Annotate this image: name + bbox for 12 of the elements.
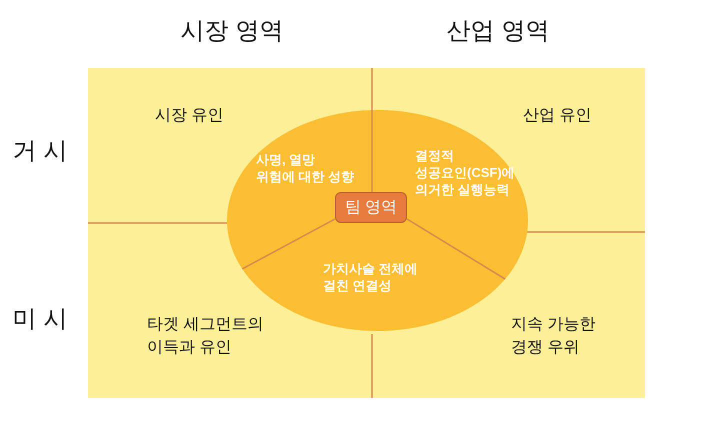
column-heading: 산업 영역: [446, 18, 550, 46]
row-heading: 미 시: [12, 306, 68, 334]
center-box: 팀 영역: [335, 192, 407, 223]
sector-label: 결정적 성공요인(CSF)에 의거한 실행능력: [415, 147, 516, 198]
row-heading: 거 시: [12, 138, 68, 166]
sector-label: 가치사슬 전체에 걸친 연결성: [322, 260, 419, 294]
sector-label: 사명, 열망 위험에 대한 성향: [256, 151, 356, 185]
quadrant-label: 시장 유인: [155, 106, 224, 126]
quadrant-label: 산업 유인: [523, 106, 592, 126]
quadrant-label: 지속 가능한 경쟁 우위: [511, 315, 596, 358]
column-heading: 시장 영역: [180, 18, 284, 46]
quadrant-label: 타겟 세그먼트의 이득과 유인: [147, 315, 264, 358]
